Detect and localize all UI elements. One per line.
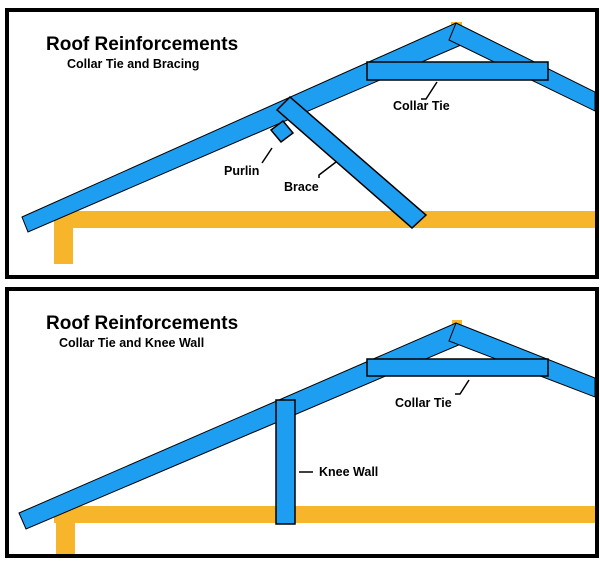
purlin (269, 119, 295, 144)
purlin-label: Purlin (224, 164, 259, 178)
left-rafter (18, 322, 469, 530)
diagram-panel-collar-tie-knee-wall: Roof Reinforcements Collar Tie and Knee … (5, 287, 599, 558)
page-subtitle: Collar Tie and Bracing (67, 57, 199, 71)
collar-tie-label: Collar Tie (393, 99, 450, 113)
page-title: Roof Reinforcements (46, 34, 238, 55)
brace-label: Brace (284, 180, 319, 194)
knee-wall-label: Knee Wall (319, 465, 378, 479)
page-subtitle: Collar Tie and Knee Wall (59, 336, 204, 350)
knee-wall (275, 399, 296, 525)
diagram-canvas-bottom: Roof Reinforcements Collar Tie and Knee … (18, 313, 595, 554)
collar-tie-leader (421, 81, 438, 100)
collar-tie (366, 61, 549, 81)
diagram-panel-collar-tie-bracing: Roof Reinforcements Collar Tie and Braci… (5, 8, 599, 279)
brace-leader (318, 161, 337, 178)
wall-post (56, 506, 75, 554)
collar-tie (366, 358, 549, 377)
purlin-leader (261, 147, 273, 164)
wall-post (54, 211, 73, 264)
diagram-canvas-top: Roof Reinforcements Collar Tie and Braci… (21, 22, 595, 264)
page-title: Roof Reinforcements (46, 313, 238, 334)
collar-tie-leader (455, 379, 470, 395)
brace (275, 95, 428, 230)
ceiling-joist (54, 211, 595, 228)
collar-tie-label: Collar Tie (395, 396, 452, 410)
ceiling-joist (54, 506, 595, 523)
